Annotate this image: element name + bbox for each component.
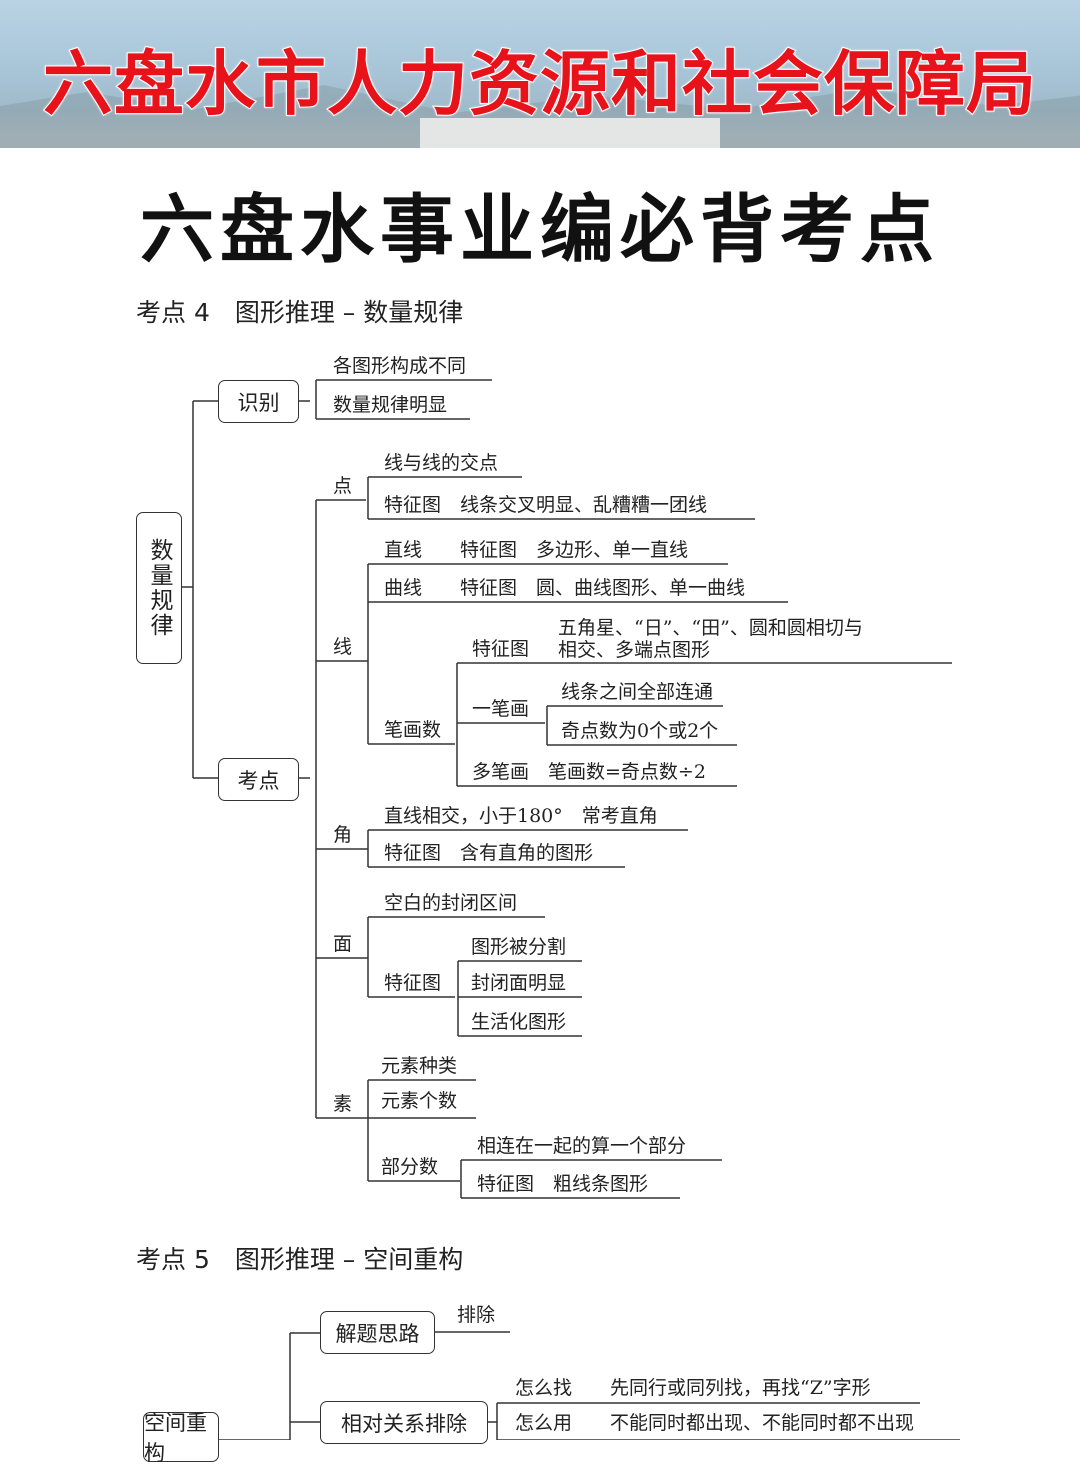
identify-item: 数量规律明显: [333, 394, 448, 416]
branch-element: 素: [333, 1093, 353, 1115]
one-stroke-label: 一笔画: [472, 698, 530, 720]
line-strokes: 笔画数: [384, 719, 442, 741]
branch-angle: 角: [333, 824, 353, 846]
node-approach: 解题思路: [320, 1311, 435, 1354]
face-feature-item: 图形被分割: [471, 936, 567, 958]
parts-item: 特征图 粗线条图形: [477, 1173, 649, 1195]
line-straight: 直线 特征图 多边形、单一直线: [384, 539, 689, 561]
section-heading-5: 考点 5 图形推理 – 空间重构: [136, 1245, 464, 1274]
element-parts: 部分数: [381, 1156, 439, 1178]
header-banner: 六盘水市人力资源和社会保障局: [0, 0, 1080, 148]
identify-item: 各图形构成不同: [333, 355, 467, 377]
face-feature-item: 封闭面明显: [471, 972, 567, 994]
section-heading-4: 考点 4 图形推理 – 数量规律: [136, 298, 464, 327]
branch-dot: 点: [333, 475, 353, 497]
branch-face: 面: [333, 933, 353, 955]
angle-item: 直线相交，小于180° 常考直角: [384, 805, 658, 827]
one-stroke-item: 奇点数为0个或2个: [561, 720, 719, 742]
angle-item: 特征图 含有直角的图形: [384, 842, 594, 864]
approach-item: 排除: [457, 1304, 496, 1326]
strokes-feature-text: 五角星、“日”、“田”、圆和圆相切与: [558, 617, 863, 639]
root-node-spatial-reconstruction: 空间重构: [143, 1411, 219, 1465]
banner-city: [420, 118, 720, 148]
node-identify: 识别: [218, 380, 299, 423]
element-item: 元素种类: [381, 1055, 458, 1077]
relative-item: 怎么找 先同行或同列找，再找“Z”字形: [515, 1377, 871, 1399]
face-feature-label: 特征图: [384, 972, 442, 994]
page-title: 六盘水事业编必背考点: [140, 187, 940, 273]
dot-item: 特征图 线条交叉明显、乱糟糟一团线: [384, 494, 708, 516]
face-item: 空白的封闭区间: [384, 892, 518, 914]
multi-stroke: 多笔画 笔画数=奇点数÷2: [472, 761, 706, 783]
face-feature-item: 生活化图形: [471, 1011, 567, 1033]
strokes-feature-label: 特征图: [472, 638, 530, 660]
one-stroke-item: 线条之间全部连通: [561, 681, 714, 703]
strokes-feature-text: 相交、多端点图形: [558, 639, 711, 661]
line-curve: 曲线 特征图 圆、曲线图形、单一曲线: [384, 577, 746, 599]
parts-item: 相连在一起的算一个部分: [477, 1135, 687, 1157]
node-key-points: 考点: [218, 758, 299, 801]
root-node-quantity-rules: 数量规律: [136, 512, 182, 664]
banner-title: 六盘水市人力资源和社会保障局: [42, 42, 1037, 126]
dot-item: 线与线的交点: [384, 452, 499, 474]
node-relative-exclusion: 相对关系排除: [320, 1401, 488, 1444]
element-item: 元素个数: [381, 1090, 458, 1112]
relative-item: 怎么用 不能同时都出现、不能同时都不出现: [515, 1412, 915, 1434]
branch-line: 线: [333, 636, 353, 658]
